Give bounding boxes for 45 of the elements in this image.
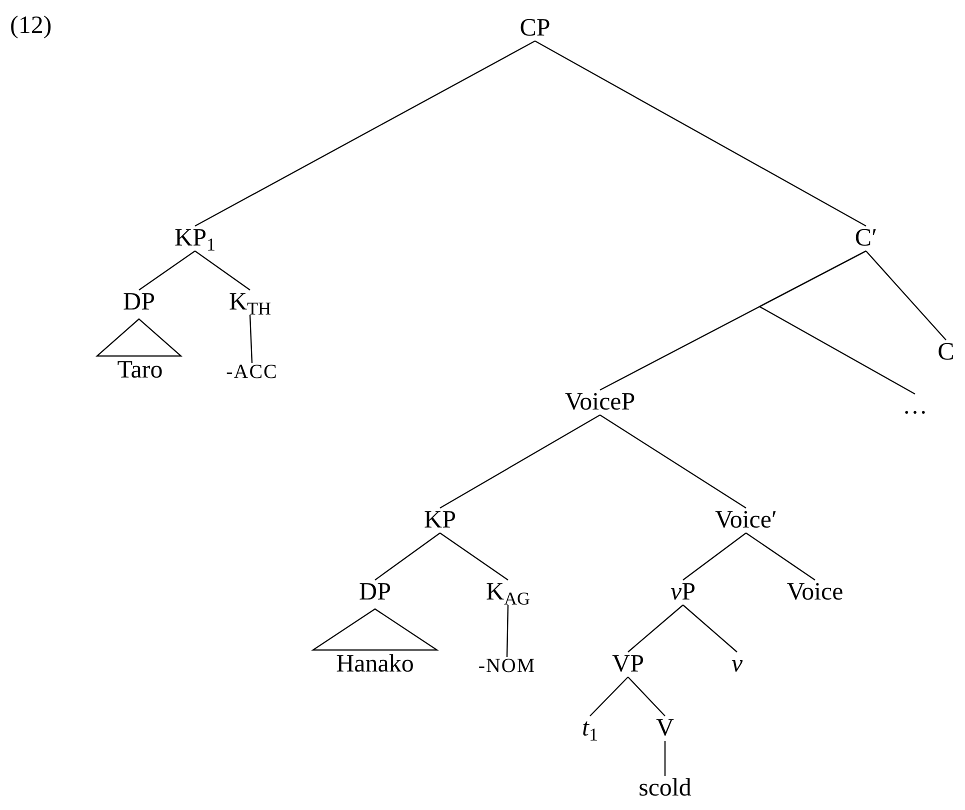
tree-node-label: K$_{AG}$ <box>484 577 532 607</box>
tree-node-label: VoiceP <box>562 387 638 417</box>
tree-branch <box>440 414 600 509</box>
tree-node-label: DP <box>121 287 157 317</box>
triangle-branch <box>95 318 183 357</box>
tree-node-label: vP <box>668 577 698 607</box>
tree-node-label: Voice′ <box>713 505 779 535</box>
tree-branch <box>758 250 916 395</box>
tree-branch <box>746 532 816 580</box>
tree-branch <box>374 532 440 580</box>
tree-branch <box>664 741 666 776</box>
example-number: (12) <box>10 12 52 40</box>
tree-node-label: Hanako <box>334 649 416 679</box>
tree-node-label: C <box>936 337 956 367</box>
tree-branch <box>682 604 738 652</box>
tree-node-label: -NOM <box>476 654 538 678</box>
tree-branch <box>628 604 684 652</box>
tree-branch <box>600 414 746 508</box>
tree-branch <box>590 676 628 716</box>
tree-branch <box>628 676 666 716</box>
tree-node-label: KP <box>422 505 458 535</box>
tree-node-label: scold <box>636 773 694 803</box>
tree-node-label: Taro <box>115 355 165 385</box>
tree-node-label: DP <box>357 577 393 607</box>
tree-node-label: C′ <box>852 223 880 253</box>
tree-node-label: KP$_{1}$ <box>172 223 218 253</box>
tree-node-label: … <box>900 391 930 421</box>
tree-branch <box>866 250 946 340</box>
tree-node-label: K$_{TH}$ <box>226 287 274 317</box>
tree-node-label: Voice <box>784 577 846 607</box>
tree-node-label: V <box>654 713 676 743</box>
tree-branch <box>506 604 509 658</box>
triangle-branch <box>311 608 439 651</box>
tree-node-label: v <box>729 649 745 679</box>
tree-branch <box>194 40 536 227</box>
tree-node-label: VP <box>610 649 646 679</box>
tree-node-label: -ACC <box>224 360 280 384</box>
tree-node-label: t$_{1}$ <box>580 713 600 743</box>
tree-branch <box>194 250 250 290</box>
tree-node-label: CP <box>518 13 552 43</box>
tree-branch <box>249 314 253 364</box>
tree-branch <box>534 40 866 227</box>
tree-branch <box>440 532 508 580</box>
tree-branch <box>682 532 746 580</box>
tree-branch <box>138 250 196 290</box>
